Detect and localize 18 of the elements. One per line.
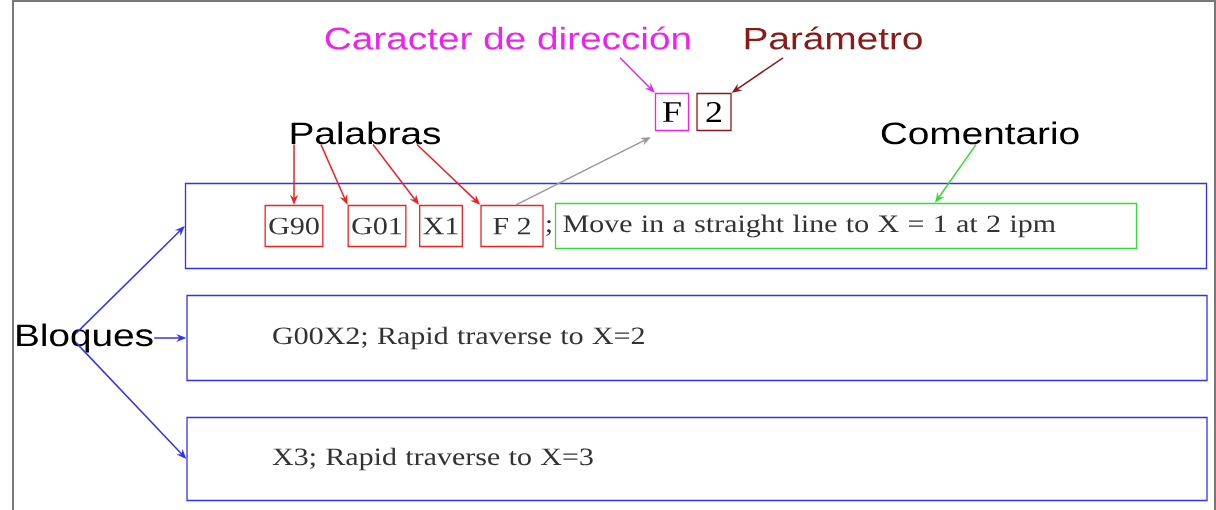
block-box [184,182,1208,270]
callout-label: Caracter de dirección [325,26,690,50]
arrow [75,226,185,335]
callout-label: Comentario [881,121,1079,145]
word-box: F 2 [480,204,544,248]
callout-label: Palabras [291,121,441,145]
block-box: G00X2; Rapid traverse to X=2 [186,294,1208,382]
letter-box: F [654,92,690,132]
word-box: G01 [347,204,407,248]
callout-label: Parámetro [745,26,922,50]
arrow [619,57,655,93]
separator-text: ; [546,220,551,236]
word-box: X1 [419,204,463,248]
digit-box: 2 [696,92,732,132]
comment-box: Move in a straight line to X = 1 at 2 ipm [554,202,1138,250]
callout-label: Bloques [17,323,153,353]
word-box: G90 [264,204,324,248]
block-box: X3; Rapid traverse to X=3 [186,416,1208,502]
